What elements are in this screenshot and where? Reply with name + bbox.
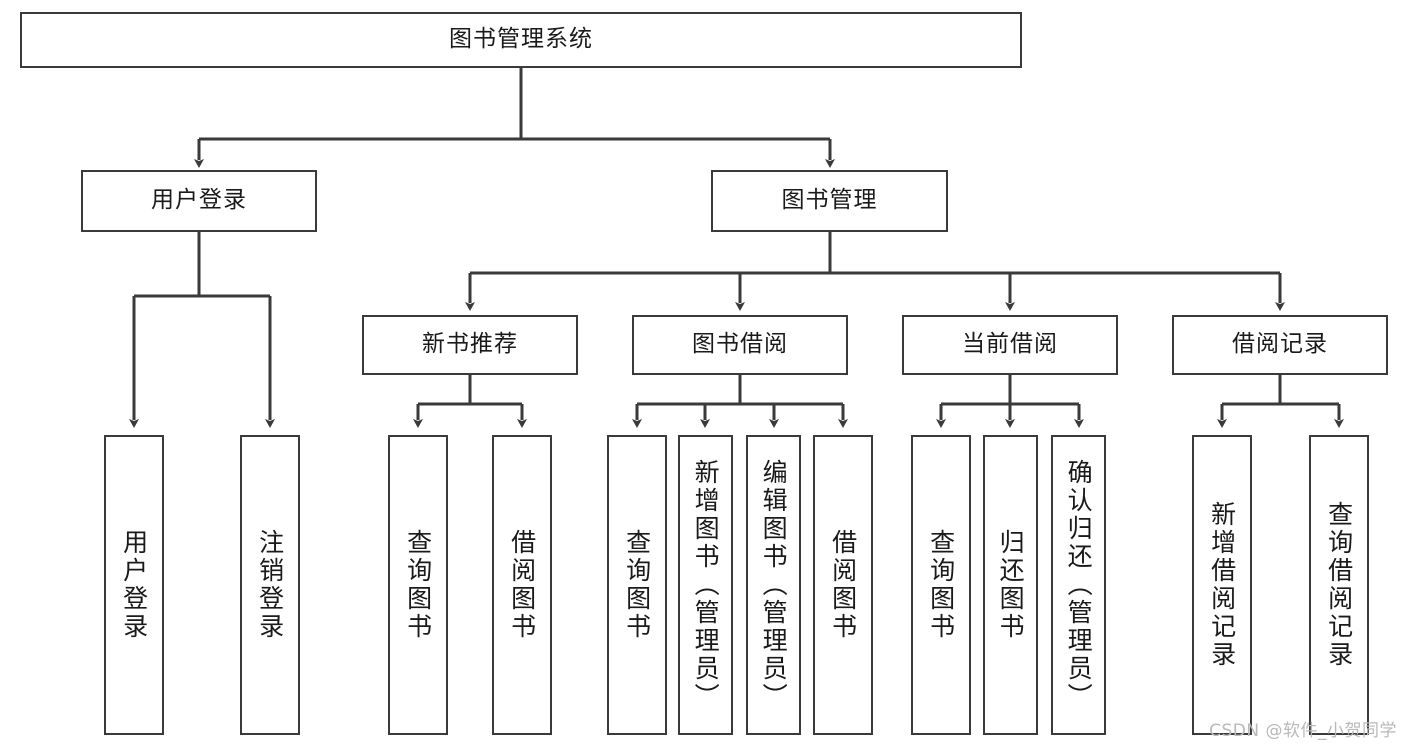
leaf-new-book-query[interactable]: 查询图书 (388, 435, 448, 735)
leaf-label: 确认归还（管理员） (1064, 459, 1094, 711)
node-new-book-recommend-label: 新书推荐 (422, 331, 518, 358)
leaf-label: 查询图书 (622, 529, 652, 641)
node-user-login[interactable]: 用户登录 (81, 170, 317, 232)
node-user-login-label: 用户登录 (151, 187, 247, 214)
leaf-user-login-login[interactable]: 用户登录 (104, 435, 164, 735)
node-borrow-record-label: 借阅记录 (1232, 331, 1328, 358)
leaf-borrow-query-book[interactable]: 查询图书 (607, 435, 667, 735)
leaf-label: 编辑图书（管理员） (759, 459, 789, 711)
leaf-current-confirm-return[interactable]: 确认归还（管理员） (1051, 435, 1106, 735)
leaf-borrow-add-book[interactable]: 新增图书（管理员） (678, 435, 733, 735)
leaf-label: 查询借阅记录 (1324, 501, 1354, 669)
leaf-label: 归还图书 (996, 529, 1026, 641)
leaf-borrow-borrow-book[interactable]: 借阅图书 (813, 435, 873, 735)
leaf-current-query-book[interactable]: 查询图书 (911, 435, 971, 735)
leaf-record-query[interactable]: 查询借阅记录 (1309, 435, 1369, 735)
leaf-label: 新增借阅记录 (1207, 501, 1237, 669)
leaf-label: 查询图书 (926, 529, 956, 641)
leaf-user-login-logout[interactable]: 注销登录 (240, 435, 300, 735)
node-book-management[interactable]: 图书管理 (711, 170, 948, 232)
node-borrow-record[interactable]: 借阅记录 (1172, 315, 1388, 375)
leaf-label: 查询图书 (403, 529, 433, 641)
leaf-label: 新增图书（管理员） (691, 459, 721, 711)
leaf-new-book-borrow[interactable]: 借阅图书 (492, 435, 552, 735)
node-current-borrow-label: 当前借阅 (962, 331, 1058, 358)
leaf-record-add[interactable]: 新增借阅记录 (1192, 435, 1252, 735)
node-current-borrow[interactable]: 当前借阅 (902, 315, 1118, 375)
node-new-book-recommend[interactable]: 新书推荐 (362, 315, 578, 375)
node-root-label: 图书管理系统 (449, 26, 593, 53)
leaf-current-return-book[interactable]: 归还图书 (983, 435, 1038, 735)
node-book-management-label: 图书管理 (781, 187, 878, 214)
node-book-borrow[interactable]: 图书借阅 (632, 315, 848, 375)
leaf-borrow-edit-book[interactable]: 编辑图书（管理员） (746, 435, 801, 735)
leaf-label: 用户登录 (119, 529, 149, 641)
leaf-label: 借阅图书 (828, 529, 858, 641)
leaf-label: 注销登录 (255, 529, 285, 641)
node-book-borrow-label: 图书借阅 (692, 331, 788, 358)
leaf-label: 借阅图书 (507, 529, 537, 641)
watermark: CSDN @软件_小贺同学 (1209, 721, 1397, 741)
node-root[interactable]: 图书管理系统 (20, 12, 1022, 68)
